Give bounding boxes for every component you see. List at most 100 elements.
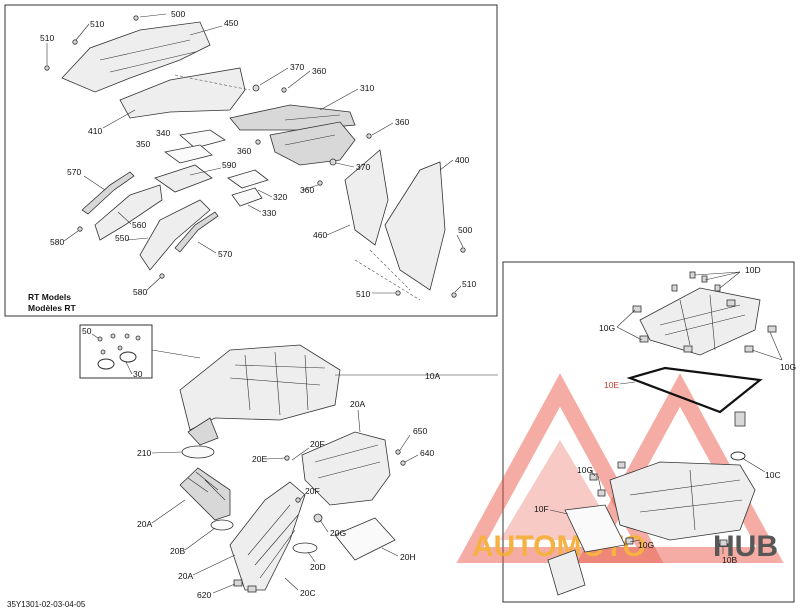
label-510-d: 510 [462, 279, 476, 289]
leader-320 [257, 189, 273, 198]
leader-310 [319, 88, 359, 111]
figure-code: 35Y1301-02-03-04-05 [7, 600, 86, 609]
leader-50 [91, 333, 99, 339]
part-10B-fastener [719, 539, 728, 547]
label-650: 650 [413, 426, 427, 436]
label-360-c: 360 [237, 146, 251, 156]
fastener-510-a [72, 39, 78, 45]
label-580-b: 580 [133, 287, 147, 297]
hardware-inset: 50 30 [82, 326, 201, 379]
label-20B: 20B [170, 546, 185, 556]
part-outlet [547, 549, 586, 596]
fastener-360-b [366, 133, 372, 139]
leader-560 [117, 211, 132, 225]
part-340-pad [179, 129, 226, 149]
detail-drawing [547, 271, 777, 596]
part-lower-box [609, 461, 756, 541]
part-330-block [231, 187, 263, 207]
detail-frame [502, 261, 795, 603]
label-10G-d: 10G [638, 540, 654, 550]
label-10B: 10B [722, 555, 737, 565]
leader-10G-d [629, 539, 641, 543]
part-cover [639, 287, 761, 356]
clip-10G-8 [597, 489, 606, 497]
fastener-500-b [460, 247, 466, 253]
label-20G: 20G [330, 528, 346, 538]
leader-10D [694, 271, 741, 289]
airbox-labels: 10A 20A 650 640 210 20E 20F 20F 20G 20H … [137, 371, 440, 600]
fastener-580-b [159, 273, 165, 279]
fastener-580-a [77, 226, 83, 232]
fastener-500-a [133, 15, 139, 21]
part-20A-filter-housing [301, 431, 391, 506]
part-20A-housing-ribs [314, 444, 381, 479]
leader-20D [307, 551, 316, 563]
label-370-a: 370 [290, 62, 304, 72]
leader-10E [619, 381, 636, 385]
fastener-510-b [44, 65, 50, 71]
label-330: 330 [262, 208, 276, 218]
label-10E: 10E [604, 380, 619, 390]
label-30: 30 [133, 369, 143, 379]
inset-screw-5 [100, 349, 106, 355]
fastener-360-d [317, 180, 323, 186]
part-460-panel [344, 149, 389, 246]
label-20H: 20H [400, 552, 416, 562]
part-410-duct [119, 67, 246, 119]
label-500-b: 500 [458, 225, 472, 235]
leader-580-a [63, 230, 79, 242]
label-400: 400 [455, 155, 469, 165]
leader-570-a [83, 175, 106, 191]
watermark-text-hub: HUB [713, 530, 778, 563]
label-410: 410 [88, 126, 102, 136]
leader-510-a [75, 23, 90, 41]
leader-570-b [197, 241, 217, 254]
label-360-b: 360 [395, 117, 409, 127]
label-20A-low: 20A [178, 571, 193, 581]
top-leaders [46, 13, 464, 294]
label-550: 550 [115, 233, 129, 243]
airbox-assembly-drawing [179, 344, 406, 593]
clip-10G-1 [632, 305, 642, 313]
inset-screw-6 [117, 345, 123, 351]
label-500-a: 500 [171, 9, 185, 19]
part-310-lower [269, 121, 356, 166]
rt-models-frame [4, 4, 498, 317]
label-360-a: 360 [312, 66, 326, 76]
leader-370-a [259, 67, 289, 86]
dash-450-410 [174, 74, 251, 91]
part-450-detail [99, 39, 196, 73]
leader-30 [125, 361, 133, 375]
label-10F: 10F [534, 504, 549, 514]
inset-screw-3 [124, 333, 130, 339]
part-10C-ring [730, 451, 746, 461]
part-20D-clamp [292, 542, 318, 554]
leader-500-a [139, 13, 167, 18]
top-labels: 500 510 510 450 410 370 360 310 360 340 … [28, 9, 476, 313]
fastener-370-a [252, 84, 260, 92]
part-20A-lower-ribs [247, 504, 299, 579]
rt-note-line2: Modèles RT [28, 303, 77, 313]
label-20F-a: 20F [310, 439, 325, 449]
fastener-360-a [281, 87, 287, 93]
leader-10C [741, 457, 766, 473]
leader-20F-b [299, 493, 306, 501]
leader-360-d [301, 184, 319, 191]
clip-10G-10 [625, 537, 634, 545]
leader-590 [189, 167, 222, 176]
part-320-block [227, 169, 269, 189]
detail-leaders [549, 271, 783, 554]
leader-640 [404, 454, 419, 463]
clip-10G-9 [617, 461, 626, 469]
part-560-bracket [94, 184, 163, 241]
label-20F-b: 20F [305, 486, 320, 496]
label-570-b: 570 [218, 249, 232, 259]
fastener-20F [295, 497, 301, 503]
clip-10G-3 [639, 335, 649, 343]
label-10D: 10D [745, 265, 761, 275]
label-580-a: 580 [50, 237, 64, 247]
label-320: 320 [273, 192, 287, 202]
leader-20H [381, 547, 399, 557]
label-50: 50 [82, 326, 92, 336]
label-450: 450 [224, 18, 238, 28]
